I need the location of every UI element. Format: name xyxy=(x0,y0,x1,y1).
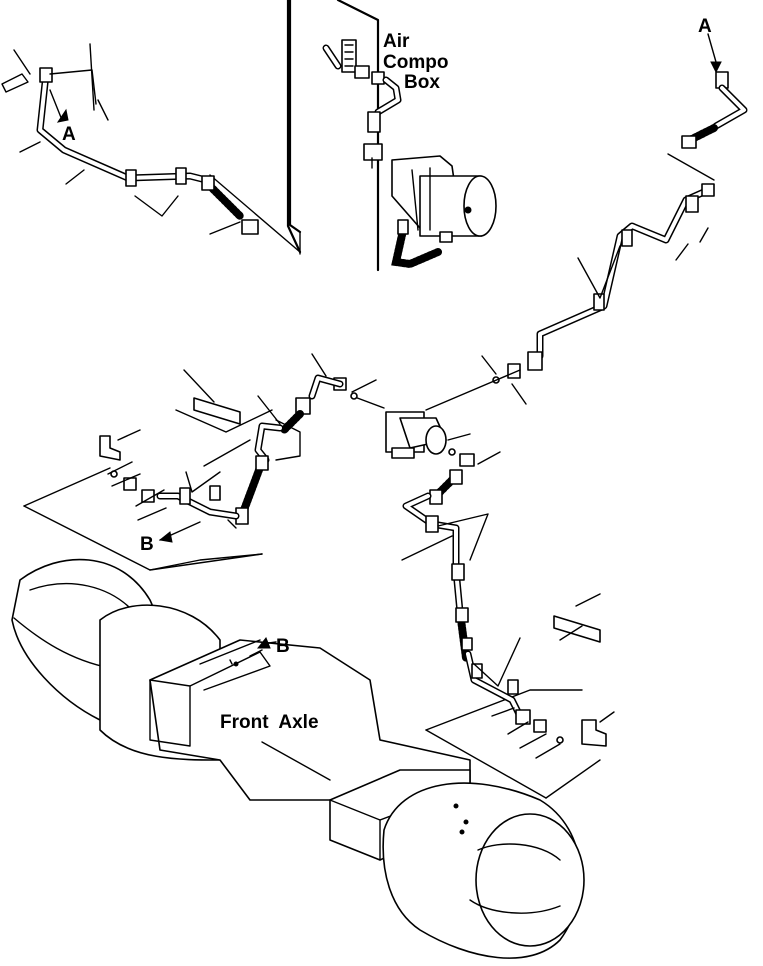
air-compo-box-panel xyxy=(209,0,380,272)
reference-arrows xyxy=(49,33,722,649)
front-axle-label: Front Axle xyxy=(220,712,319,733)
air-compo-box-label-line1: Air xyxy=(383,31,410,52)
air-compressor xyxy=(391,155,497,269)
right-lower-pipe-run xyxy=(401,469,564,759)
labels: Air Compo Box Front Axle A A B B xyxy=(62,16,712,733)
mounting-brackets xyxy=(23,369,615,799)
ref-label-a-top-right: A xyxy=(698,16,712,37)
compo-box-fittings xyxy=(322,39,402,169)
top-left-pipe-run xyxy=(1,43,259,235)
ref-label-a-top-left: A xyxy=(62,124,76,145)
center-relay-valve xyxy=(308,353,521,467)
ref-label-b-axle: B xyxy=(276,636,290,657)
air-compo-box-label-line2: Compo xyxy=(383,52,448,73)
front-axle xyxy=(11,553,585,959)
left-middle-pipe-run xyxy=(107,395,311,529)
air-compo-box-label-line3: Box xyxy=(404,72,440,93)
top-right-pipe-run xyxy=(481,71,748,405)
ref-label-b-left: B xyxy=(140,534,154,555)
